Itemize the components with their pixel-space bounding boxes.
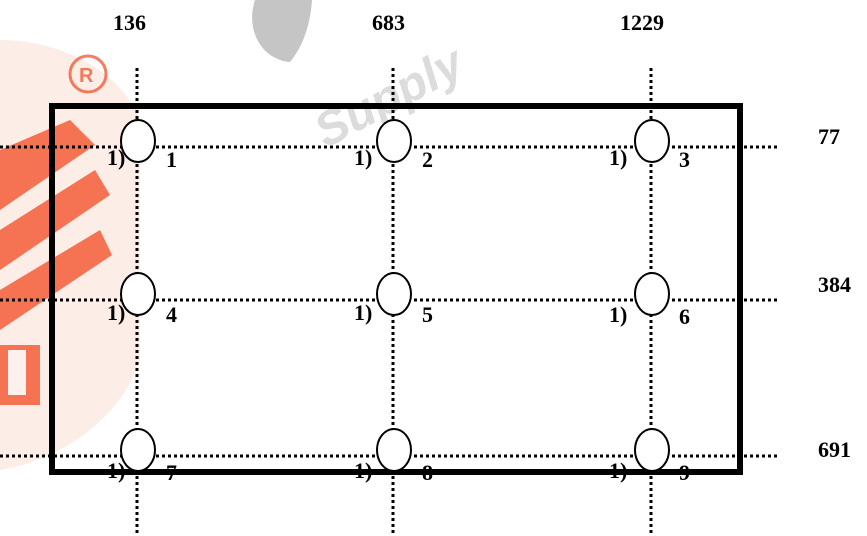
point-number-3: 3 <box>679 147 690 172</box>
row-label-3: 691 <box>818 437 851 462</box>
point-number-2: 2 <box>422 147 433 172</box>
point-number-4: 4 <box>166 302 177 327</box>
svg-text:R: R <box>79 65 94 87</box>
point-circle-9 <box>634 428 670 472</box>
points-group <box>120 119 670 472</box>
point-circle-1 <box>120 119 156 163</box>
point-prefix-8: 1) <box>354 458 372 483</box>
point-number-8: 8 <box>422 460 433 485</box>
point-number-7: 7 <box>166 460 177 485</box>
point-prefix-3: 1) <box>609 145 627 170</box>
point-circle-6 <box>634 272 670 316</box>
point-circle-7 <box>120 428 156 472</box>
point-prefix-9: 1) <box>609 458 627 483</box>
row-label-2: 384 <box>818 272 851 297</box>
outer-frame <box>49 103 743 475</box>
column-label-2: 683 <box>372 10 405 35</box>
column-label-3: 1229 <box>620 10 664 35</box>
point-prefix-2: 1) <box>354 145 372 170</box>
point-circle-5 <box>376 272 412 316</box>
point-prefix-5: 1) <box>354 300 372 325</box>
point-number-6: 6 <box>679 304 690 329</box>
column-label-1: 136 <box>113 10 146 35</box>
point-number-9: 9 <box>679 460 690 485</box>
point-circle-8 <box>376 428 412 472</box>
row-label-1: 77 <box>818 124 840 149</box>
point-circle-2 <box>376 119 412 163</box>
point-prefix-1: 1) <box>107 145 125 170</box>
point-circle-4 <box>120 272 156 316</box>
point-circle-3 <box>634 119 670 163</box>
point-prefix-4: 1) <box>107 300 125 325</box>
point-number-1: 1 <box>166 147 177 172</box>
point-number-5: 5 <box>422 302 433 327</box>
point-prefix-6: 1) <box>609 302 627 327</box>
point-prefix-7: 1) <box>107 458 125 483</box>
